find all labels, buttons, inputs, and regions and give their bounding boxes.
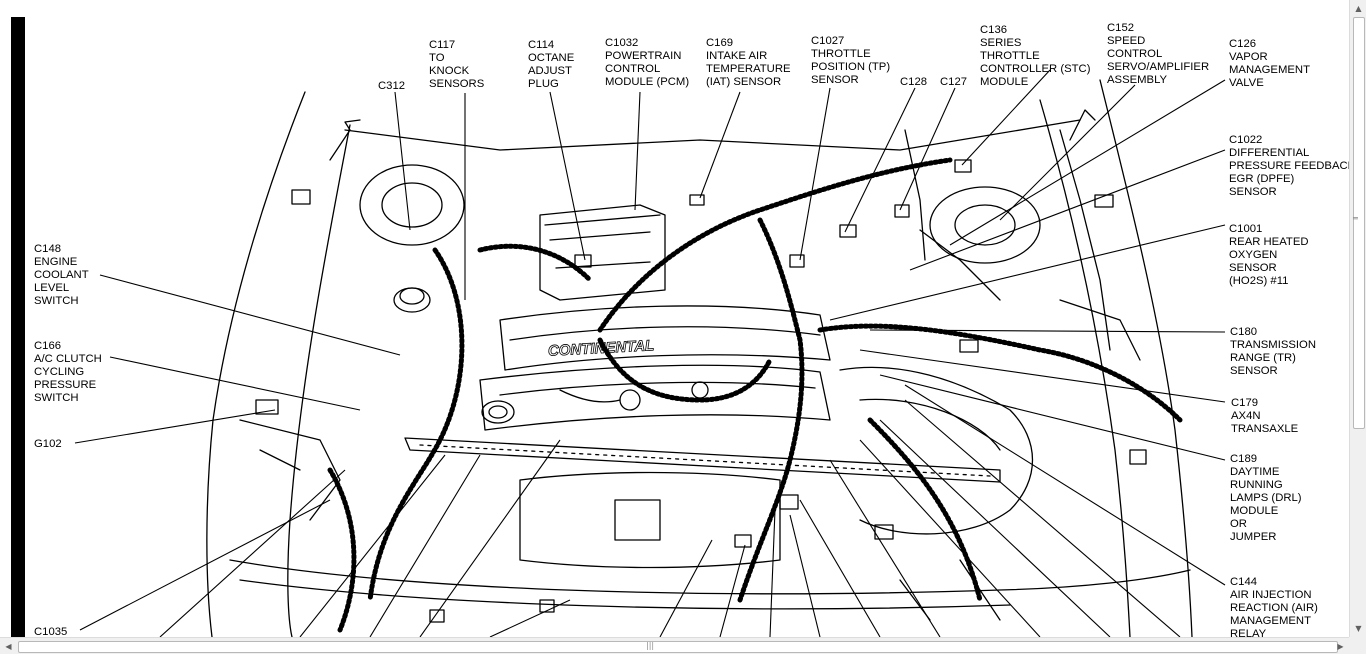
scroll-down-icon[interactable]: ▼ [1355, 624, 1362, 633]
label-c179: C179 AX4N TRANSAXLE [1231, 397, 1299, 435]
label-c152: C152 SPEED CONTROL SERVO/AMPLIFIER ASSEM… [1107, 22, 1210, 86]
left-fender-outline [206, 91, 306, 637]
label-g102: G102 [34, 438, 62, 450]
label-c169: C169 INTAKE AIR TEMPERATURE (IAT) SENSOR [706, 37, 791, 88]
right-inner-fender [1039, 99, 1131, 637]
label-c312: C312 [378, 80, 406, 92]
label-c1022: C1022 DIFFERENTIAL PRESSURE FEEDBACK EGR… [1229, 134, 1349, 198]
left-strut-tower [359, 164, 465, 246]
label-c114: C114 OCTANE ADJUST PLUG [528, 39, 575, 90]
vertical-grip-icon: ═ [1353, 214, 1358, 223]
label-c144: C144 AIR INJECTION REACTION (AIR) MANAGE… [1230, 576, 1318, 637]
harness-main [367, 247, 465, 603]
label-c117: C117 TO KNOCK SENSORS [429, 39, 485, 90]
label-c1032: C1032 POWERTRAIN CONTROL MODULE (PCM) [605, 37, 690, 88]
cylinder-head [499, 305, 831, 371]
horizontal-scrollbar[interactable]: ◀ ||| ▶ [0, 637, 1349, 654]
horizontal-scroll-thumb[interactable] [18, 641, 1338, 653]
label-c189: C189 DAYTIME RUNNING LAMPS (DRL) MODULE … [1230, 453, 1302, 543]
coolant-reservoir-cap [393, 287, 431, 313]
pcm-box [539, 204, 666, 301]
label-c1001: C1001 REAR HEATED OXYGEN SENSOR (HO2S) #… [1229, 223, 1309, 287]
transaxle-housing [839, 366, 1034, 535]
diagram-viewport: CONTINENTAL C312 C117 TO KNOCK SENSORS C11… [11, 17, 1349, 637]
horizontal-grip-icon: ||| [646, 641, 655, 650]
left-inner-fender [287, 124, 351, 637]
label-c126: C126 VAPOR MANAGEMENT VALVE [1229, 38, 1310, 89]
engine-compartment-diagram: CONTINENTAL [74, 69, 1226, 637]
scrollbar-corner [1349, 637, 1366, 654]
valve-cover [479, 364, 831, 431]
label-c166: C166 A/C CLUTCH CYCLING PRESSURE SWITCH [34, 340, 102, 404]
engine-brand-text: CONTINENTAL [548, 337, 655, 360]
scroll-left-icon[interactable]: ◀ [5, 642, 12, 651]
right-fender-outline [1099, 79, 1193, 637]
vertical-scroll-thumb[interactable] [1353, 17, 1365, 429]
label-c127: C127 [940, 76, 968, 88]
right-strut-tower [929, 186, 1041, 264]
oil-filler-cap [481, 400, 515, 424]
label-c148: C148 ENGINE COOLANT LEVEL SWITCH [34, 243, 89, 307]
left-edge-bar [11, 17, 25, 637]
scroll-right-icon[interactable]: ▶ [1337, 642, 1344, 651]
label-c180: C180 TRANSMISSION RANGE (TR) SENSOR [1230, 326, 1316, 377]
cowl-line [344, 119, 1081, 151]
vertical-scrollbar[interactable]: ▲ ═ ▼ [1349, 0, 1366, 637]
label-c1027: C1027 THROTTLE POSITION (TP) SENSOR [811, 35, 891, 86]
scroll-up-icon[interactable]: ▲ [1355, 4, 1362, 13]
label-c128: C128 [900, 76, 928, 88]
label-c1035: C1035 [34, 626, 68, 637]
leader-lines [74, 69, 1226, 637]
cross-brace [404, 437, 1001, 483]
label-c136: C136 SERIES THROTTLE CONTROLLER (STC) MO… [980, 24, 1091, 88]
